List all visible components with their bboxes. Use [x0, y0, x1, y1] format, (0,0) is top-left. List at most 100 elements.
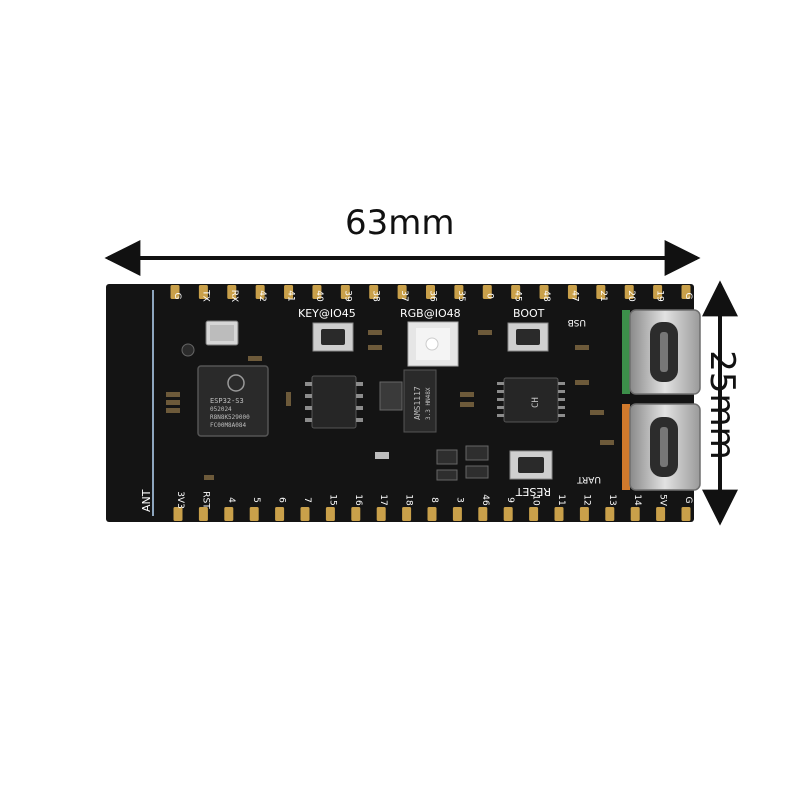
bottom-pin-pad — [452, 507, 462, 521]
top-pin-pad — [511, 285, 521, 299]
esp32-chip-line-4: FC00M8A084 — [210, 422, 247, 429]
boot-label: BOOT — [513, 307, 545, 320]
reset-label: RESET — [515, 485, 551, 498]
bottom-pin-label: 5V — [658, 494, 668, 507]
top-pin-pads — [170, 285, 691, 299]
top-pin-pad — [539, 285, 549, 299]
bottom-pin-label: 9 — [505, 497, 515, 503]
bottom-pin-label: 3V3 — [175, 491, 185, 509]
top-pin-label: 21 — [598, 290, 608, 301]
top-pin-label: G — [172, 293, 182, 300]
top-pin-pad — [596, 285, 606, 299]
bottom-pin-pad — [198, 507, 208, 521]
bottom-pin-pad — [402, 507, 412, 521]
bottom-pin-label: 13 — [607, 494, 617, 505]
bottom-pin-label: G — [683, 497, 693, 504]
bottom-pin-pad — [656, 507, 666, 521]
usb-connector-usb[interactable] — [622, 309, 701, 395]
top-pin-pad — [284, 285, 294, 299]
top-pin-pad — [454, 285, 464, 299]
height-dimension-label: 25mm — [702, 350, 742, 460]
bottom-pin-label: 12 — [581, 494, 591, 505]
top-pin-pad — [312, 285, 322, 299]
bottom-pin-label: 15 — [327, 494, 337, 505]
top-pin-label: 42 — [257, 290, 267, 301]
usb-label: USB — [568, 317, 586, 327]
usb-connector-uart[interactable] — [622, 403, 701, 491]
bottom-pin-pad — [224, 507, 234, 521]
top-pin-label: 36 — [428, 290, 438, 302]
reset-button[interactable] — [509, 450, 553, 480]
boot-button[interactable] — [507, 322, 549, 352]
bottom-pin-label: 7 — [302, 497, 312, 503]
top-pin-label: G — [683, 293, 693, 300]
top-pin-pad — [397, 285, 407, 299]
top-pin-label: 40 — [314, 290, 324, 302]
top-pin-pad — [340, 285, 350, 299]
top-pin-label: 47 — [569, 290, 579, 301]
top-pin-pad — [567, 285, 577, 299]
antenna-label: ANT — [140, 489, 153, 512]
bottom-pin-pad — [427, 507, 437, 521]
top-pin-label: 19 — [655, 290, 665, 302]
bottom-pin-pad — [275, 507, 285, 521]
bottom-pin-pad — [554, 507, 564, 521]
bottom-pin-label: 18 — [404, 494, 414, 506]
bottom-pin-pad — [579, 507, 589, 521]
bottom-pin-pads — [173, 507, 691, 521]
top-pin-label: 48 — [541, 290, 551, 302]
bottom-pin-label: 11 — [556, 494, 566, 505]
top-pin-label: RX — [229, 290, 239, 302]
top-pin-pad — [681, 285, 691, 299]
top-pin-label: TX — [200, 289, 210, 302]
bottom-pin-pad — [249, 507, 259, 521]
esp32-chip-line-2: 052024 — [210, 406, 232, 413]
top-pin-pad — [482, 285, 492, 299]
bottom-pin-label: 10 — [531, 494, 541, 506]
bottom-pin-pad — [503, 507, 513, 521]
width-dimension-label: 63mm — [345, 203, 455, 243]
bottom-pin-label: 46 — [480, 494, 490, 506]
top-pin-pad — [624, 285, 634, 299]
esp32-chip-line-3: R8N8K529000 — [210, 414, 250, 421]
top-pin-pad — [227, 285, 237, 299]
bottom-pin-pad — [351, 507, 361, 521]
bottom-pin-pad — [325, 507, 335, 521]
uart-label: UART — [577, 474, 601, 484]
regulator-line-1: AMS1117 — [413, 386, 422, 420]
bottom-pin-label: 4 — [226, 497, 236, 503]
regulator-line-2: 3.3 HN48X — [425, 387, 432, 420]
esp32-chip-line-1: ESP32-S3 — [210, 397, 244, 405]
rgb-led — [407, 321, 459, 367]
top-pin-label: 38 — [371, 290, 381, 302]
top-pin-pad — [170, 285, 180, 299]
bottom-pin-pad — [478, 507, 488, 521]
bottom-pin-label: 3 — [454, 497, 464, 503]
bottom-pin-label: 8 — [429, 497, 439, 503]
bottom-pin-pad — [300, 507, 310, 521]
top-pin-pad — [426, 285, 435, 299]
uart-chip-label: CH — [531, 397, 541, 408]
top-pin-pad — [653, 285, 663, 299]
top-pin-label: 45 — [513, 290, 523, 301]
bottom-pin-pad — [376, 507, 386, 521]
key-button[interactable] — [312, 322, 354, 352]
rgb-label: RGB@IO48 — [400, 307, 461, 320]
top-pin-pad — [369, 285, 379, 299]
top-pin-label: 41 — [286, 290, 296, 301]
bottom-pin-label: 17 — [378, 494, 388, 505]
bottom-pin-pad — [605, 507, 615, 521]
voltage-regulator: AMS1117 3.3 HN48X — [379, 369, 437, 433]
bottom-pin-label: 14 — [632, 494, 642, 506]
bottom-pin-pad — [529, 507, 539, 521]
top-pin-pad — [198, 285, 208, 299]
crystal — [205, 320, 239, 346]
bottom-pin-pad — [173, 507, 183, 521]
bottom-pin-label: 6 — [277, 497, 287, 503]
flash-chip — [305, 375, 363, 429]
uart-chip: CH — [497, 377, 565, 423]
